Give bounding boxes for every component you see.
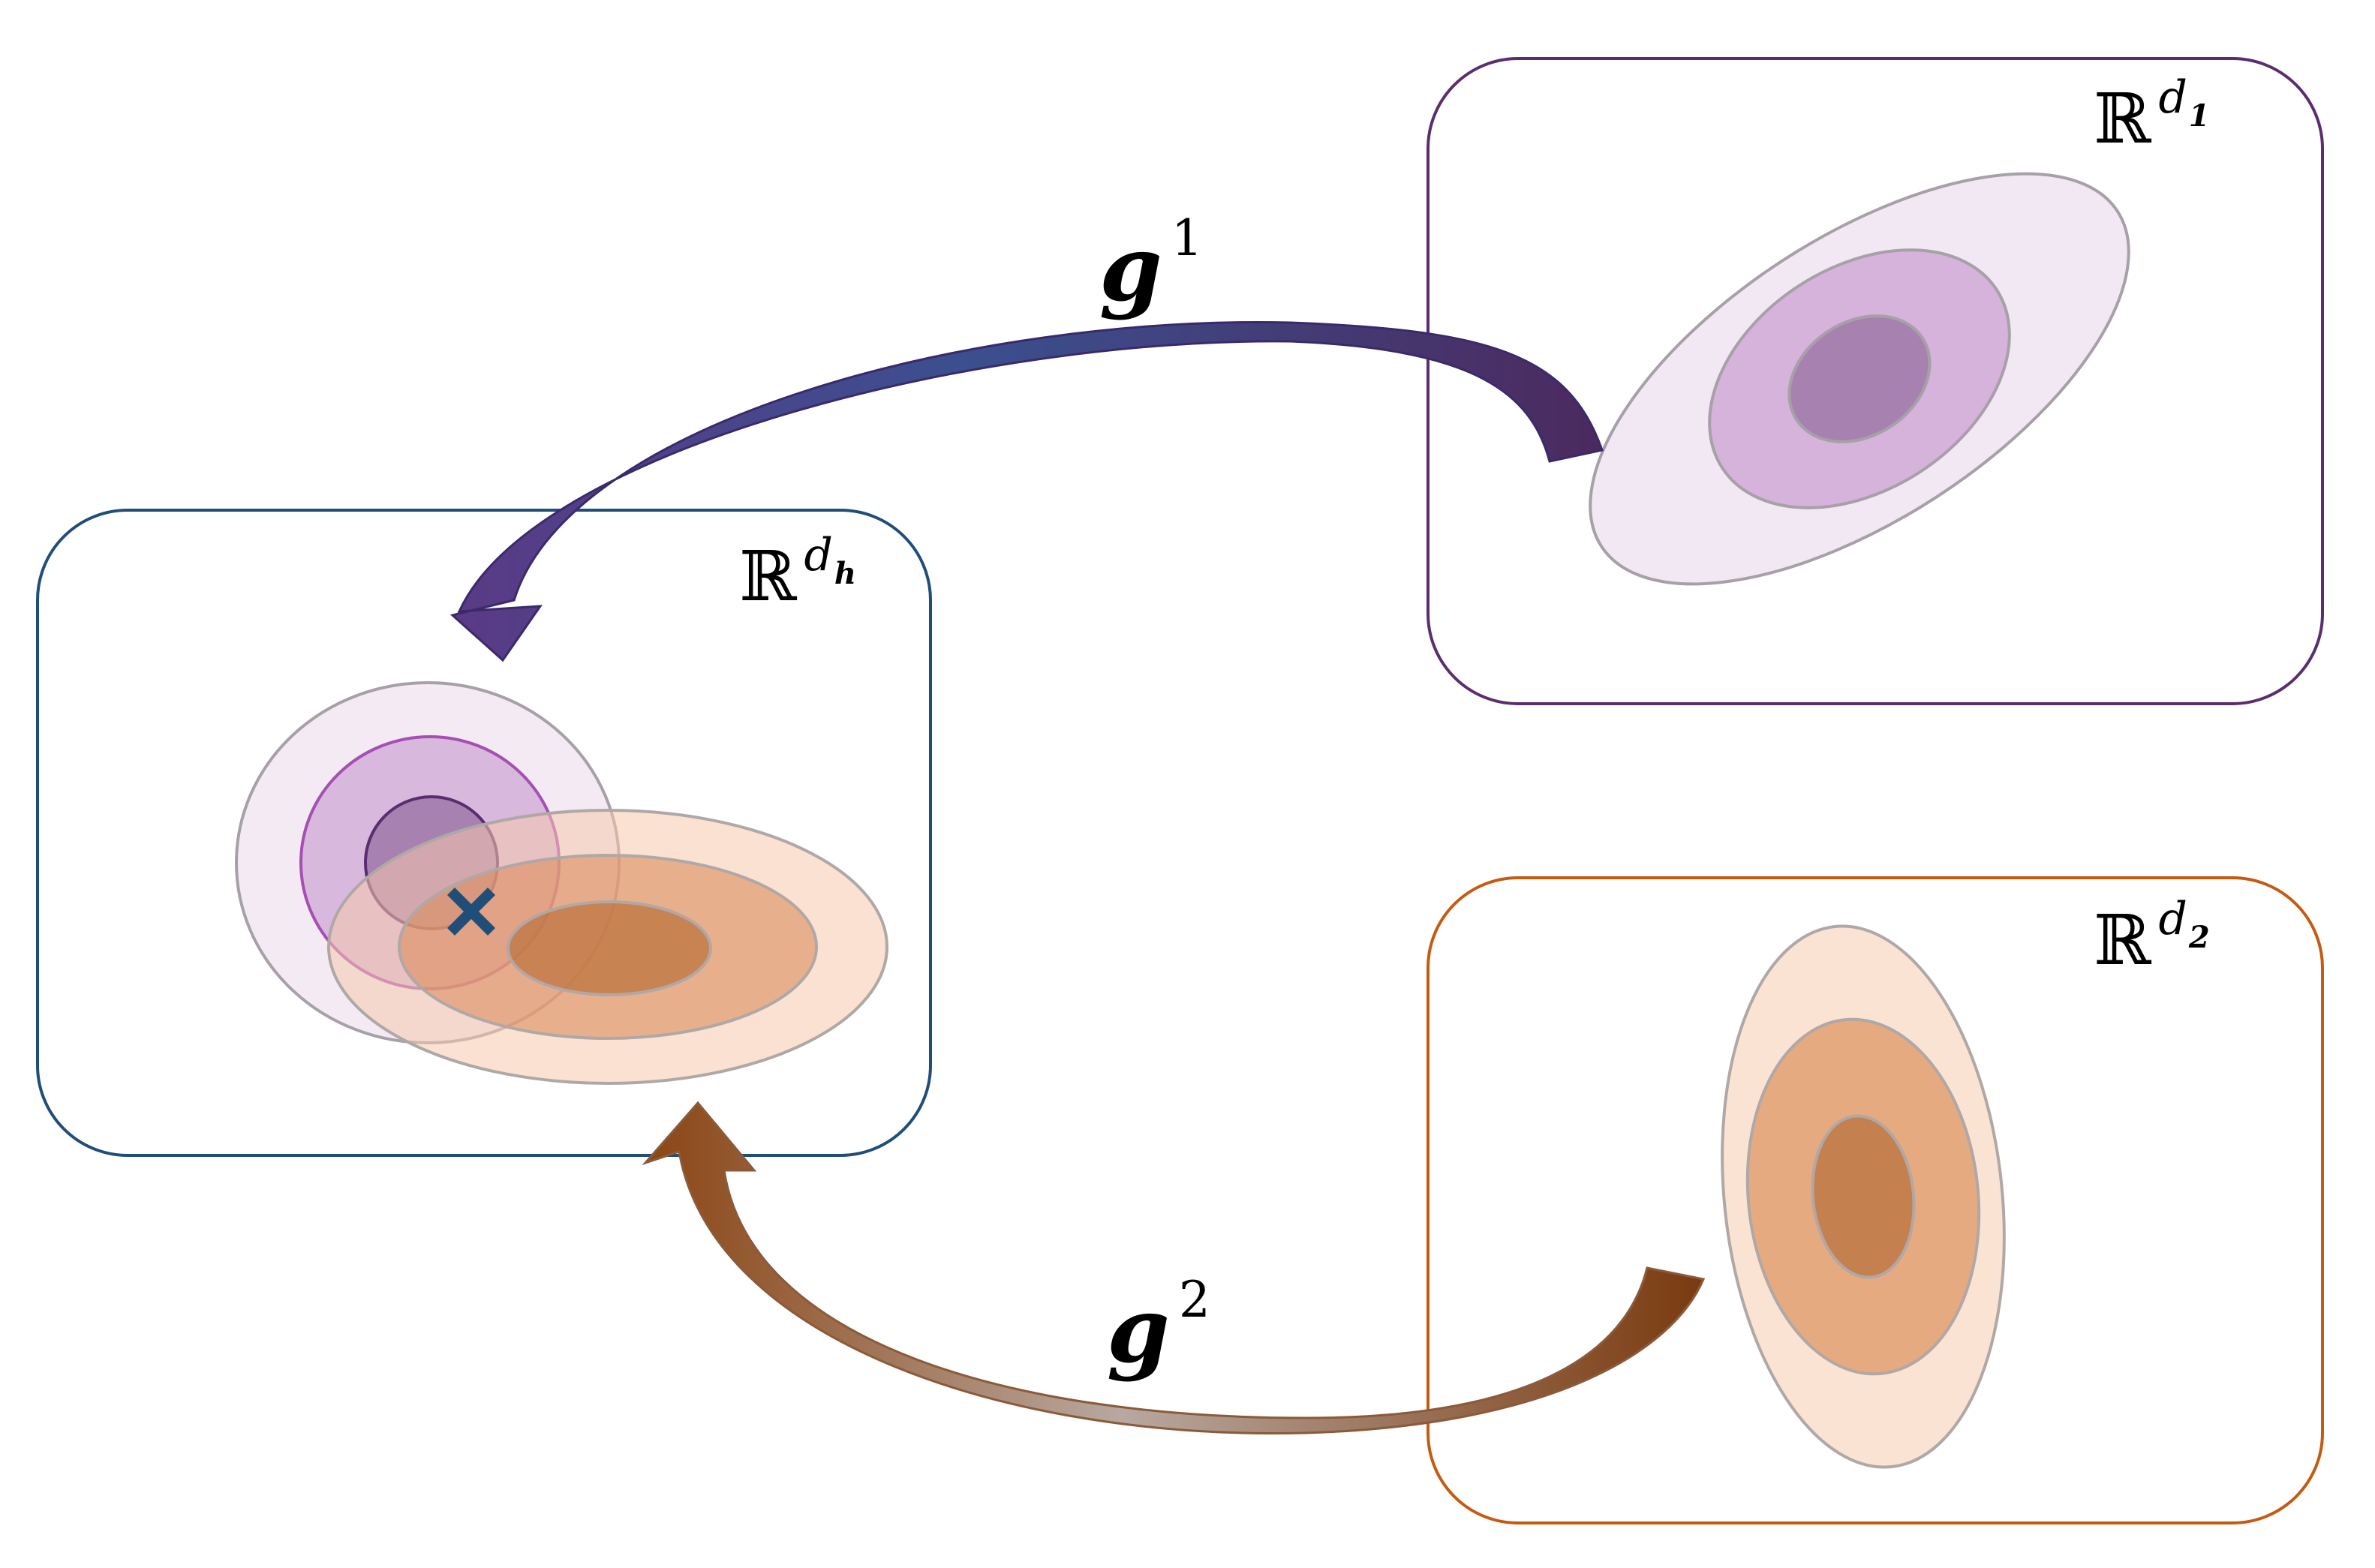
source2-space-sub: 2 (2188, 920, 2210, 955)
source1-space-sub: 1 (2189, 98, 2210, 134)
g1-symbol: g (1099, 216, 1162, 322)
source1-purple-distribution (1589, 172, 2130, 586)
g2-index: 2 (1179, 1271, 1210, 1329)
hidden-orange-inner-contour (507, 900, 712, 996)
hidden-space-sub: h (834, 556, 856, 591)
g1-arrow-shape (449, 321, 1604, 662)
g2-arrow-shape (642, 1101, 1706, 1435)
source2-orange-distribution (1721, 924, 2006, 1469)
hidden-space-frame (36, 509, 932, 1157)
source2-space-sup: d (2158, 893, 2187, 945)
source2-space-symbol: ℝ (2094, 900, 2152, 981)
g1-index: 1 (1171, 209, 1203, 267)
source2-space-frame (1427, 876, 2324, 1524)
source1-space-symbol: ℝ (2094, 79, 2152, 159)
source1-space-sup: d (2158, 71, 2187, 124)
g2-symbol: g (1107, 1278, 1170, 1383)
cross-marker-icon (447, 888, 495, 936)
hidden-orange-distribution (327, 809, 888, 1085)
source1-space-frame (1427, 57, 2324, 705)
source1-inner-contour (1787, 314, 1932, 443)
hidden-space-symbol: ℝ (739, 536, 798, 617)
hidden-space-sup: d (804, 529, 832, 581)
